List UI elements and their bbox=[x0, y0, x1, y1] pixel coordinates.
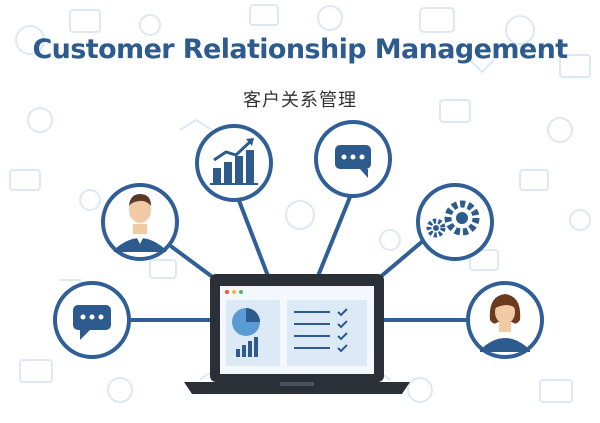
user-female-icon bbox=[466, 281, 544, 359]
laptop-dashboard-icon bbox=[184, 274, 410, 394]
chat-bubble-icon bbox=[53, 281, 131, 359]
gears-icon bbox=[416, 183, 494, 261]
user-male-icon bbox=[101, 183, 179, 261]
chat-bubble-icon bbox=[314, 120, 392, 198]
bar-chart-icon bbox=[195, 124, 273, 202]
page-title: Customer Relationship Management bbox=[32, 34, 568, 65]
page-subtitle: 客户关系管理 bbox=[243, 90, 357, 111]
